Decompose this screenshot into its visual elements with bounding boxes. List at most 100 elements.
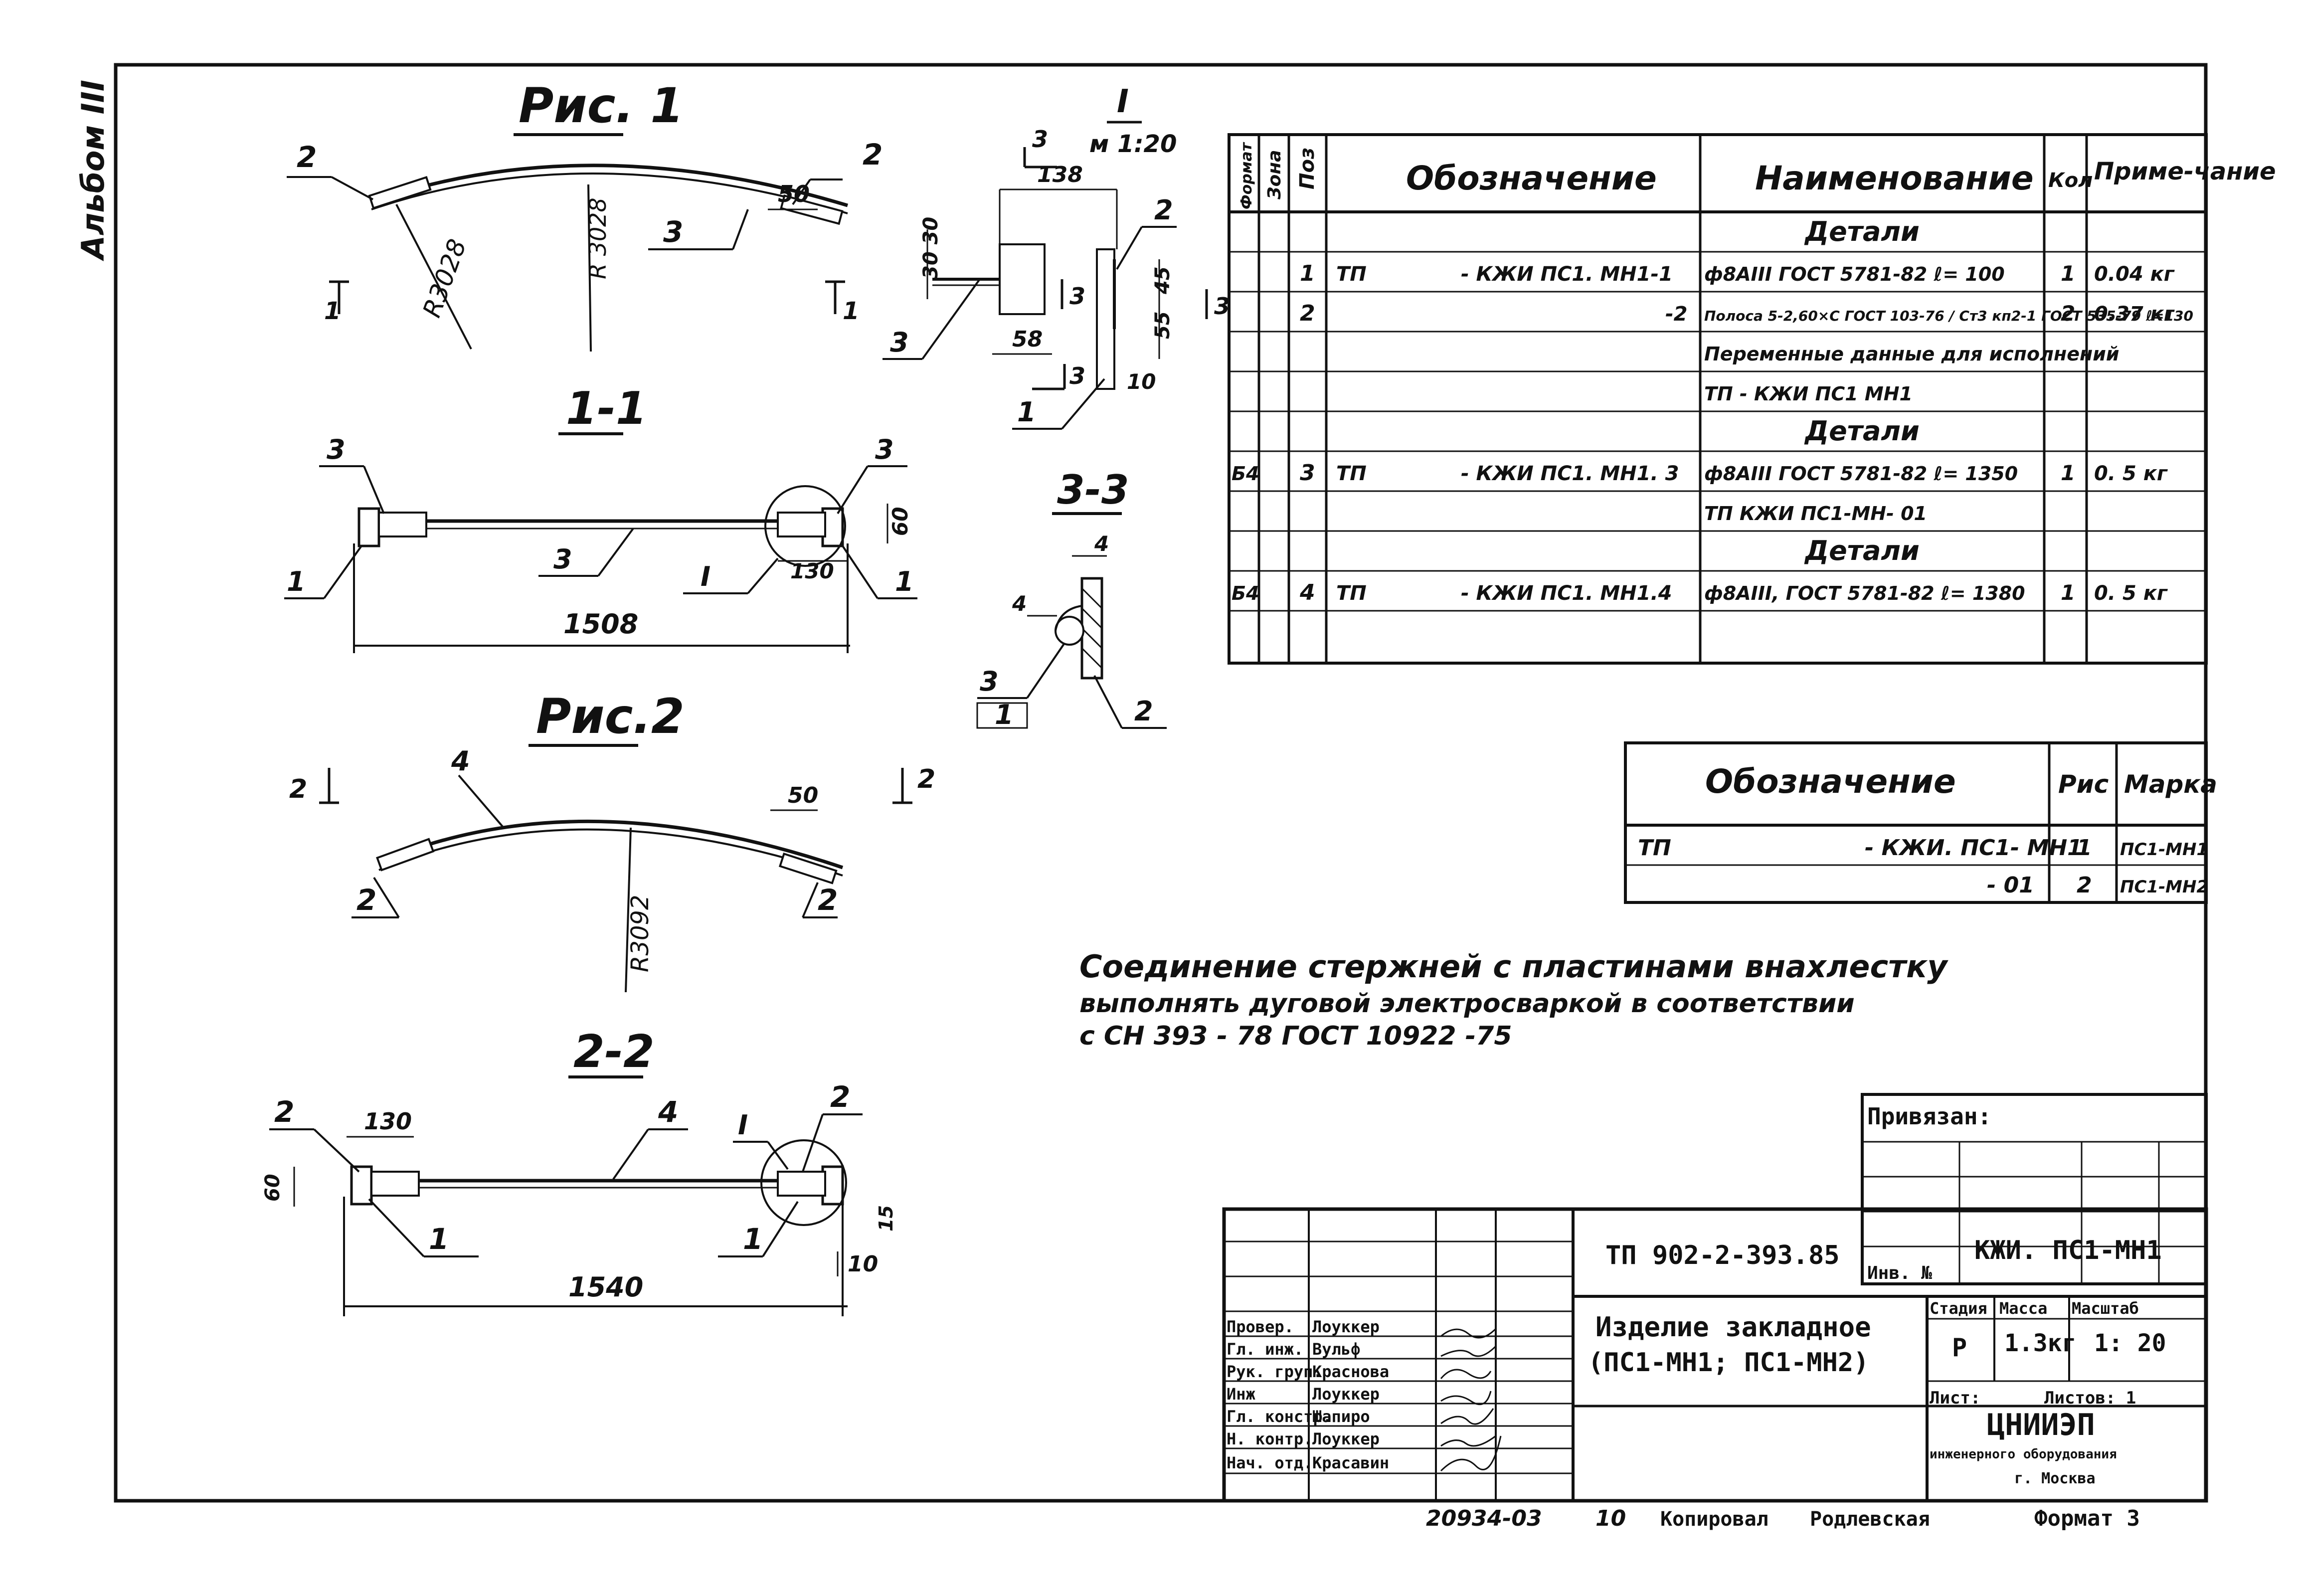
spec-table — [1228, 133, 2208, 665]
spec-row-qty: 1 — [2061, 461, 2075, 485]
section-22-title: 2-2 — [573, 1026, 655, 1078]
signer-role: Рук. груп. — [1227, 1362, 1323, 1381]
signer-name: Красавин — [1312, 1453, 1389, 1472]
detail-I-section-3-bottom: 3 — [1069, 362, 1085, 389]
variants-header-designation: Обозначение — [1705, 762, 1956, 801]
section-22-detail-I: I — [738, 1109, 748, 1141]
format-label: Формат 3 — [2034, 1506, 2140, 1531]
svg-text:R 3028: R 3028 — [584, 197, 611, 279]
signer-name: Лоуккер — [1312, 1385, 1380, 1404]
detail-I-callout-1: 1 — [1017, 396, 1036, 428]
section-11-dim-1508: 1508 — [563, 608, 638, 640]
section-11-title: 1-1 — [566, 382, 647, 435]
section-11-detail-I: I — [701, 561, 710, 592]
fig2-section-mark-right: 2 — [917, 764, 935, 794]
section-22-callout-4: 4 — [658, 1095, 678, 1129]
spec-row-designation: ТП — [1336, 462, 1367, 485]
signer-name: Вульф — [1312, 1340, 1360, 1359]
section-22-dim-10: 10 — [848, 1251, 878, 1277]
detail-I-dim-55: 55 — [1151, 311, 1174, 339]
doc-mark: КЖИ. ПС1-МН1 — [1974, 1236, 2162, 1265]
detail-I-title: I — [1117, 83, 1129, 120]
spec-row-name: Переменные данные для исполнений — [1704, 343, 2120, 365]
section-33-dim-4-left: 4 — [1012, 591, 1027, 616]
note-line-1: Соединение стержней с пластинами внахлес… — [1079, 948, 1948, 985]
spec-header-format: Формат — [1238, 142, 1255, 209]
fig1-arc-bar — [368, 164, 849, 225]
variants-table — [1624, 741, 2208, 904]
spec-row-pos: 3 — [1300, 460, 1315, 486]
signer-name: Лоуккер — [1312, 1317, 1380, 1336]
fig1-section-mark-left: 1 — [324, 297, 341, 325]
spec-row-name: ф8АIII, ГОСТ 5781-82 ℓ= 1380 — [1704, 582, 2025, 604]
section-33-geometry — [1055, 577, 1103, 680]
variants-header-fig: Рис — [2058, 770, 2109, 799]
section-22-dim-1540: 1540 — [568, 1271, 643, 1303]
variants-row2-designation-right: - 01 — [1987, 873, 2034, 898]
album-mark: Альбом III — [75, 80, 111, 262]
section-11-callout-1-right: 1 — [895, 566, 914, 597]
fig2-title: Рис.2 — [536, 689, 685, 744]
detail-I-callout-3: 3 — [890, 327, 909, 358]
section-11-callout-3-left: 3 — [327, 434, 346, 465]
fig1-radius-label: R3028 — [417, 235, 472, 321]
variants-row1-mark: ПС1-МН1 — [2120, 840, 2208, 860]
variants-row1-designation-right: - КЖИ. ПС1- МН1 — [1865, 835, 2083, 861]
detail-I-dim-45: 45 — [1151, 266, 1174, 295]
fig2-radius-label: R3092 — [626, 894, 654, 972]
detail-I-dim-3030: 30 30 — [919, 217, 942, 279]
section-33-title: 3-3 — [1057, 467, 1129, 513]
detail-I-callout-3-inner: 3 — [1069, 283, 1085, 310]
spec-header-zone: Зона — [1264, 150, 1285, 200]
spec-row-section-heading: Детали — [1804, 216, 1920, 247]
detail-I-section-3-top: 3 — [1032, 126, 1048, 153]
sheets-label: Листов: 1 — [2044, 1388, 2136, 1408]
stage-value: Р — [1952, 1333, 1967, 1362]
privyazan-inv: Инв. № — [1867, 1263, 1932, 1283]
section-33-callout-3: 3 — [980, 666, 999, 697]
spec-row-pos: 1 — [1300, 261, 1315, 286]
spec-row-name: ТП КЖИ ПС1-МН- 01 — [1704, 503, 1927, 525]
section-22-callout-1-right: 1 — [743, 1222, 763, 1256]
spec-row-section-heading: Детали — [1804, 535, 1920, 566]
variants-row2-fig: 2 — [2077, 873, 2092, 898]
spec-row-qty: 1 — [2061, 261, 2075, 286]
section-33-callout-2: 2 — [1134, 696, 1153, 727]
product-name-2: (ПС1-МН1; ПС1-МН2) — [1588, 1348, 1869, 1378]
spec-row-note: 0.37 кг — [2094, 303, 2175, 326]
fig1-callout-2-right: 2 — [863, 138, 883, 172]
section-22-callout-1-left: 1 — [429, 1222, 449, 1256]
spec-row-note: 0.04 кг — [2094, 263, 2175, 286]
spec-row-pos: 2 — [1300, 301, 1315, 326]
section-33-callout-1: 1 — [995, 699, 1014, 730]
mass-label: Масса — [1999, 1299, 2047, 1318]
spec-row-note: 0. 5 кг — [2094, 462, 2168, 485]
signer-name: Краснова — [1312, 1362, 1389, 1381]
variants-row1-fig: 1 — [2077, 835, 2092, 861]
signer-role: Провер. — [1227, 1317, 1294, 1336]
variants-row1-designation: ТП — [1638, 835, 1671, 861]
spec-row-qty: 1 — [2061, 580, 2075, 605]
section-22-bar — [350, 1139, 847, 1226]
signer-name: Лоуккер — [1312, 1429, 1380, 1448]
detail-I-geometry — [932, 188, 1118, 390]
spec-row-format: Б4 — [1232, 463, 1259, 485]
archive-number: 20934-03 — [1426, 1506, 1542, 1531]
copied-by: Родлевская — [1810, 1508, 1930, 1531]
signer-role: Инж — [1227, 1385, 1256, 1404]
note-line-3: с СН 393 - 78 ГОСТ 10922 -75 — [1079, 1021, 1512, 1051]
spec-row-designation-code: - КЖИ ПС1. МН1.4 — [1461, 582, 1672, 605]
spec-row-format: Б4 — [1232, 582, 1259, 604]
section-11-bar — [357, 485, 846, 567]
fig2-callout-4: 4 — [451, 745, 470, 777]
fig1-callout-2-left: 2 — [297, 140, 317, 174]
section-11-dim-60: 60 — [888, 507, 912, 536]
copied-label: Копировал — [1660, 1508, 1768, 1531]
spec-header-qty: Кол — [2048, 169, 2093, 192]
signer-role: Нач. отд. — [1227, 1453, 1313, 1472]
variants-row2-mark: ПС1-МН2 — [2120, 877, 2208, 897]
org-name-3: г. Москва — [2014, 1470, 2096, 1487]
section-11-callout-3-mid: 3 — [553, 543, 572, 575]
